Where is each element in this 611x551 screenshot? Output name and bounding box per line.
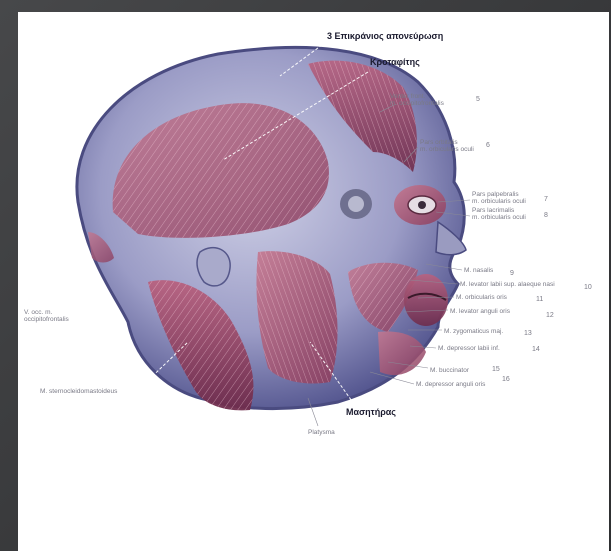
label-venter-frontalis-sub: m. occipitofrontalis xyxy=(390,101,444,108)
ear xyxy=(197,248,230,286)
number-9: 9 xyxy=(510,270,514,277)
number-15: 15 xyxy=(492,366,500,373)
label-buccinator: M. buccinator xyxy=(430,368,469,375)
number-5: 5 xyxy=(476,96,480,103)
epicranial-aponeurosis-label: 3 Επικράνιος απονεύρωση xyxy=(327,32,443,41)
label-zygomaticus: M. zygomaticus maj. xyxy=(444,329,503,336)
label-depressor-anguli: M. depressor anguli oris xyxy=(416,382,485,389)
number-16: 16 xyxy=(502,376,510,383)
label-pars-palpebralis-sub: m. orbicularis oculi xyxy=(472,199,526,206)
masseter-label: Μασητήρας xyxy=(346,408,396,417)
number-10: 10 xyxy=(584,284,592,291)
number-12: 12 xyxy=(546,312,554,319)
label-levator-labii: M. levator labii sup. alaeque nasi xyxy=(460,282,555,289)
orbicularis-oris xyxy=(404,274,448,326)
label-orbicularis-oris: M. orbicularis oris xyxy=(456,295,507,302)
number-6: 6 xyxy=(486,142,490,149)
number-13: 13 xyxy=(524,330,532,337)
label-depressor-labii: M. depressor labii inf. xyxy=(438,346,500,353)
number-14: 14 xyxy=(532,346,540,353)
label-pars-lacrimalis-sub: m. orbicularis oculi xyxy=(472,215,526,222)
label-nasalis: M. nasalis xyxy=(464,268,493,275)
number-7: 7 xyxy=(544,196,548,203)
illustration-panel: 3 Επικράνιος απονεύρωση Κροταφίτης Μασητ… xyxy=(18,12,609,551)
number-11: 11 xyxy=(536,296,543,303)
label-sternocleidomastoid: M. sternocleidomastoideus xyxy=(40,389,117,396)
label-occipitalis: V. occ. m. occipitofrontalis xyxy=(24,310,76,323)
label-levator-anguli: M. levator anguli oris xyxy=(450,309,510,316)
label-platysma: Platysma xyxy=(308,430,335,437)
number-1: 1 xyxy=(394,60,398,67)
number-8: 8 xyxy=(544,212,548,219)
label-pars-orbitalis-sub: m. orbicularis oculi xyxy=(420,147,474,154)
